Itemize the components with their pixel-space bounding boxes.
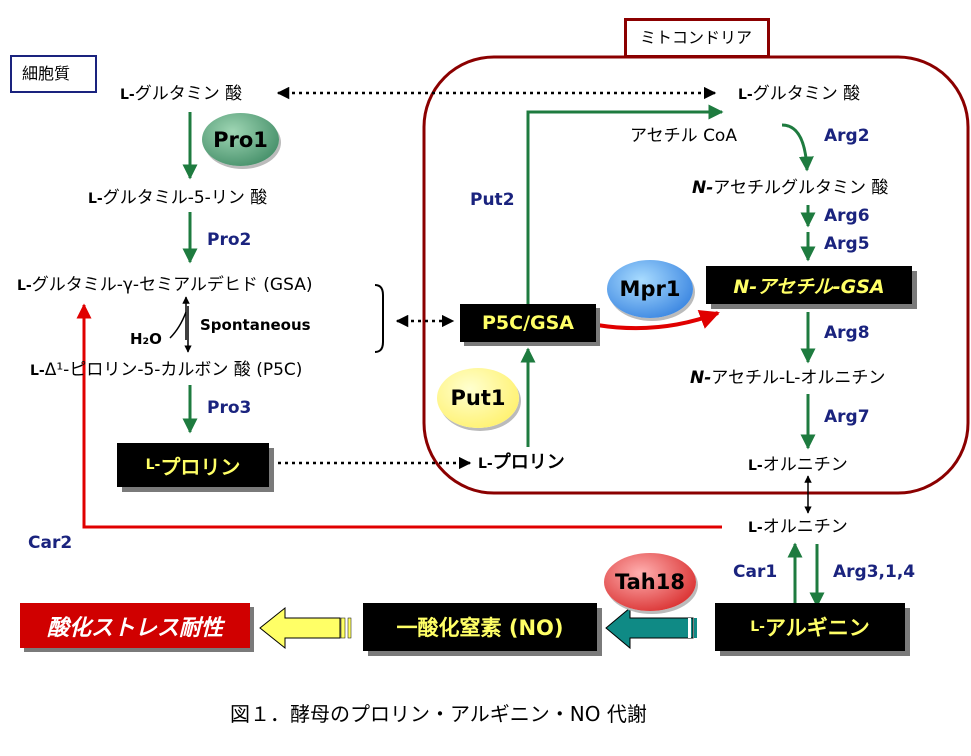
- glutamyl-phosphate-text: グルタミル-5-リン 酸: [102, 188, 268, 208]
- enzyme-put2: Put2: [470, 190, 515, 210]
- enzyme-put1-oval: Put1: [437, 368, 519, 428]
- n-prefix: N-: [690, 368, 712, 388]
- glutamate-text: グルタミン 酸: [134, 84, 243, 104]
- enzyme-mpr1-oval: Mpr1: [607, 260, 693, 318]
- l-prefix: L-: [750, 619, 765, 635]
- gsa-text: グルタミル-γ-セミアルデヒド (GSA): [31, 275, 313, 295]
- enzyme-arg6: Arg6: [824, 206, 870, 226]
- n-prefix: N-: [692, 178, 714, 198]
- ornithine-text: オルニチン: [762, 455, 848, 475]
- enzyme-car2: Car2: [28, 533, 73, 553]
- arrow-arg2: [781, 123, 814, 172]
- enzyme-arg5: Arg5: [824, 234, 870, 254]
- arrow-arginine-to-no: [605, 606, 697, 650]
- glutamyl-phosphate: L-グルタミル-5-リン 酸: [88, 188, 267, 209]
- arrow-car2: [76, 303, 722, 529]
- enzyme-arg7: Arg7: [824, 407, 870, 427]
- l-prefix: L-: [17, 278, 32, 294]
- p5c-text: Δ¹-ピロリン-5-カルボン 酸 (P5C): [44, 360, 303, 380]
- n-acetylornithine-text: アセチル-L-オルニチン: [711, 368, 886, 388]
- enzyme-tah18-oval: Tah18: [604, 553, 696, 611]
- enzyme-arg314: Arg3,1,4: [833, 562, 916, 582]
- l-prefix: L-: [748, 458, 763, 474]
- enzyme-arg8: Arg8: [824, 323, 870, 343]
- l-prefix: L-: [88, 191, 103, 207]
- p5c-gsa-box: P5C/GSA: [460, 304, 596, 342]
- mitochondria-label-box: [624, 18, 770, 58]
- n-acetylornithine: N-アセチル-L-オルニチン: [690, 368, 885, 388]
- proline-mitochondria: L-プロリン: [478, 453, 565, 474]
- cytoplasm-label: 細胞質: [22, 64, 71, 83]
- l-prefix: L-: [738, 87, 753, 103]
- l-prefix: L-: [748, 520, 763, 536]
- ornithine-mitochondria: L-オルニチン: [748, 455, 848, 476]
- proline-cytoplasm-box: L-プロリン: [117, 443, 269, 487]
- water-curve: [169, 311, 187, 339]
- gsa-cytoplasm: L-グルタミル-γ-セミアルデヒド (GSA): [17, 275, 312, 296]
- water-label: H₂O: [130, 330, 162, 348]
- proline-text: プロリン: [492, 452, 565, 473]
- n-acetyl-gsa-box: N-アセチル-GSA: [706, 266, 912, 304]
- glutamate-text: グルタミン 酸: [752, 84, 861, 104]
- n-acetylglutamate: N-アセチルグルタミン 酸: [692, 178, 888, 198]
- arginine-box: L-アルギニン: [715, 603, 905, 651]
- l-prefix: L-: [478, 456, 493, 472]
- ornithine-text: オルニチン: [762, 517, 848, 537]
- oxidative-stress-box: 酸化ストレス耐性: [20, 603, 250, 648]
- n-acetylglutamate-text: アセチルグルタミン 酸: [713, 178, 889, 198]
- spontaneous-label: Spontaneous: [200, 316, 311, 334]
- l-prefix: L-: [120, 87, 135, 103]
- arginine-text: アルギニン: [764, 616, 870, 640]
- enzyme-arg2: Arg2: [824, 126, 870, 146]
- p5c-cytoplasm: L-Δ¹-ピロリン-5-カルボン 酸 (P5C): [30, 360, 302, 381]
- enzyme-car1: Car1: [733, 562, 778, 582]
- glutamate-mitochondria: L-グルタミン 酸: [738, 84, 860, 105]
- l-prefix: L-: [30, 363, 45, 379]
- enzyme-pro3: Pro3: [207, 398, 252, 418]
- enzyme-pro1-oval: Pro1: [202, 113, 279, 166]
- arrow-put2: [526, 104, 724, 305]
- acetyl-coa: アセチル CoA: [630, 126, 737, 146]
- nitric-oxide-box: 一酸化窒素 (NO): [363, 603, 597, 651]
- proline-text: プロリン: [160, 454, 241, 479]
- figure-caption: 図１．酵母のプロリン・アルギニン・NO 代謝: [230, 702, 647, 726]
- l-prefix: L-: [145, 457, 161, 473]
- gsa-p5c-brace: [374, 284, 384, 353]
- arrow-no-to-stress: [259, 606, 352, 650]
- cytoplasm-label-box: [10, 55, 97, 93]
- enzyme-pro2: Pro2: [207, 230, 252, 250]
- mitochondria-label: ミトコンドリア: [640, 28, 753, 47]
- arrow-mpr1: [596, 310, 720, 331]
- glutamate-cytoplasm: L-グルタミン 酸: [120, 84, 242, 105]
- ornithine-cytoplasm: L-オルニチン: [748, 517, 848, 538]
